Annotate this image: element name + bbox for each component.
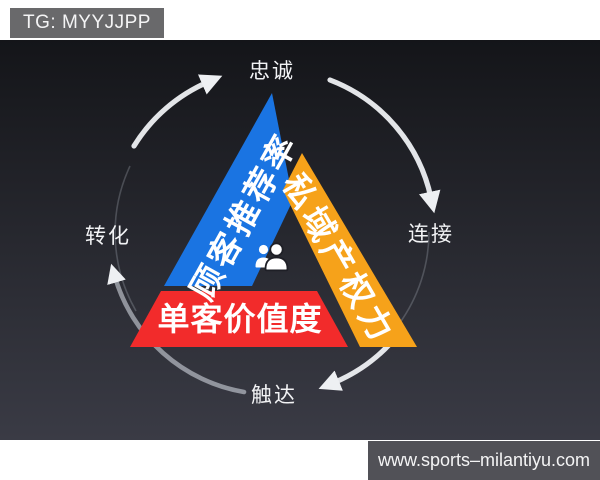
telegram-watermark-badge: TG: MYYJJPP: [10, 8, 164, 38]
cycle-label-connect: 连接: [408, 223, 454, 246]
faint-circle-arc-right: [398, 231, 430, 325]
faint-circle-arc-left: [114, 165, 137, 312]
triangle-band-bottom-red: [130, 291, 348, 347]
diagram-canvas: 顾客推荐率 私域产权力 单客价值度 忠诚 连接 触达 转化: [0, 40, 600, 440]
top-strip: TG: MYYJJPP: [0, 0, 600, 40]
users-icon: [255, 242, 289, 272]
cycle-label-loyalty: 忠诚: [249, 60, 295, 83]
cycle-arrow-to-convert: [107, 263, 247, 395]
website-url-text: www.sports–milantiyu.com: [377, 450, 591, 470]
website-url-bar: www.sports–milantiyu.com: [368, 441, 600, 480]
cycle-arrow-to-loyalty: [131, 74, 223, 149]
slide-background: [0, 40, 600, 440]
cycle-arrow-to-connect: [327, 77, 441, 214]
triangle-band-left-blue: [164, 93, 293, 286]
cycle-label-convert: 转化: [85, 225, 131, 248]
band-label-per-customer-value: 单客价值度: [157, 301, 322, 337]
triangle-cycle-diagram: 顾客推荐率 私域产权力 单客价值度 忠诚 连接 触达 转化: [0, 40, 600, 440]
triangle-band-right-orange: [283, 153, 417, 347]
cycle-label-reach: 触达: [251, 384, 297, 407]
